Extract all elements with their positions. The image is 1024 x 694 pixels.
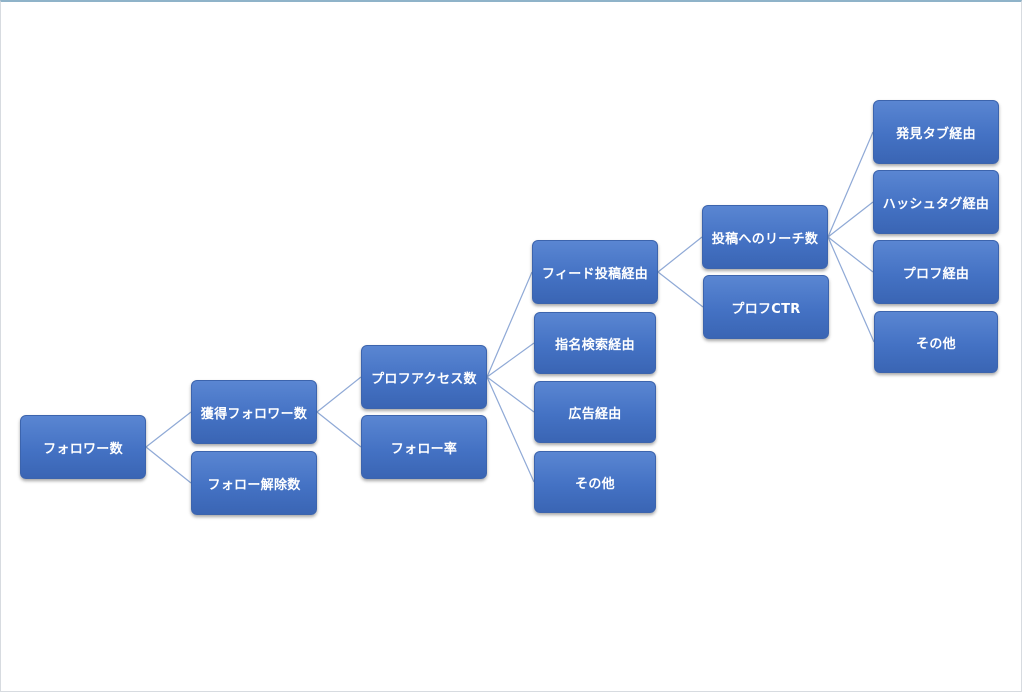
node-via-profile: プロフ経由 — [873, 240, 999, 304]
connector-post_reach-to-via_hashtag — [827, 201, 874, 238]
node-other-reach: その他 — [874, 311, 998, 373]
node-follow-rate: フォロー率 — [361, 415, 487, 479]
node-via-name-search: 指名検索経由 — [534, 312, 656, 374]
node-profile-access: プロフアクセス数 — [361, 345, 487, 409]
node-profile-ctr: プロフCTR — [703, 275, 829, 339]
connector-post_reach-to-via_profile — [827, 236, 874, 273]
connector-gained-to-follow_rate — [316, 411, 362, 448]
node-other-access: その他 — [534, 451, 656, 513]
node-unfollows: フォロー解除数 — [191, 451, 317, 515]
connector-via_feed-to-post_reach — [657, 236, 703, 273]
connector-post_reach-to-other_2 — [827, 236, 875, 343]
node-post-reach: 投稿へのリーチ数 — [702, 205, 828, 269]
connector-followers-to-gained — [145, 411, 192, 448]
connector-post_reach-to-via_discover — [827, 131, 874, 238]
node-via-hashtag: ハッシュタグ経由 — [873, 170, 999, 234]
connector-profile_access-to-via_name_search — [486, 342, 535, 378]
connector-profile_access-to-other_1 — [486, 376, 535, 483]
node-via-feed-post: フィード投稿経由 — [532, 240, 658, 304]
connector-gained-to-profile_access — [316, 376, 362, 413]
node-via-discover-tab: 発見タブ経由 — [873, 100, 999, 164]
connector-via_feed-to-profile_ctr — [657, 271, 704, 308]
node-gained-followers: 獲得フォロワー数 — [191, 380, 317, 444]
node-via-ads: 広告経由 — [534, 381, 656, 443]
connector-followers-to-unfollow — [145, 446, 192, 484]
node-followers: フォロワー数 — [20, 415, 146, 479]
connector-profile_access-to-via_ads — [486, 376, 535, 413]
connector-profile_access-to-via_feed — [486, 271, 533, 378]
